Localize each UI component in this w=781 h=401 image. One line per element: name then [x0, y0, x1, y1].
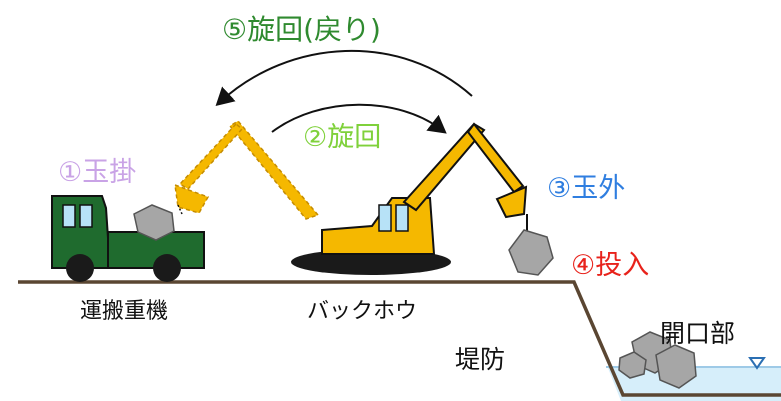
stone-hanging-icon: [508, 229, 554, 276]
stone-icon: [655, 344, 697, 389]
ground-embankment-line: [18, 280, 781, 397]
truck-window-left: [62, 204, 76, 228]
water: [608, 368, 781, 401]
backhoe-boom: [402, 122, 486, 212]
ghost-sling: [177, 204, 183, 215]
stone-on-truck-icon: [133, 204, 175, 241]
step2-label: ②旋回: [303, 122, 382, 153]
swing-arrow-step2: [271, 103, 447, 134]
ghost-boom-arm: [178, 122, 244, 190]
stone-icon: [618, 351, 647, 379]
backhoe-boom-ghost: [174, 120, 320, 220]
opening-label: 開口部: [660, 319, 736, 348]
truck-crane: [51, 195, 205, 282]
truck-crane-label: 運搬重機: [80, 299, 169, 324]
truck-wheel-front: [66, 254, 94, 282]
backhoe: [291, 122, 554, 276]
step5-label: ⑤旋回(戻り): [222, 13, 381, 46]
embankment-label: 堤防: [455, 345, 506, 374]
truck-window-right: [79, 204, 93, 228]
stones-in-opening: [618, 331, 697, 389]
backhoe-bucket: [495, 185, 528, 219]
backhoe-window-right: [395, 204, 409, 232]
ghost-bucket: [174, 183, 210, 214]
backhoe-window-left: [378, 204, 392, 232]
ghost-boom-upper: [228, 120, 320, 220]
swing-return-arrow-step5: [215, 50, 473, 107]
truck-wheel-rear: [153, 254, 181, 282]
backhoe-arm: [466, 122, 525, 194]
step4-label: ④投入: [571, 250, 650, 281]
step1-label: ①玉掛: [58, 157, 137, 188]
backhoe-crawler: [291, 249, 451, 275]
backhoe-label: バックホウ: [307, 299, 418, 324]
step3-label: ③玉外: [547, 173, 626, 204]
water-level-triangle-icon: [748, 357, 766, 370]
